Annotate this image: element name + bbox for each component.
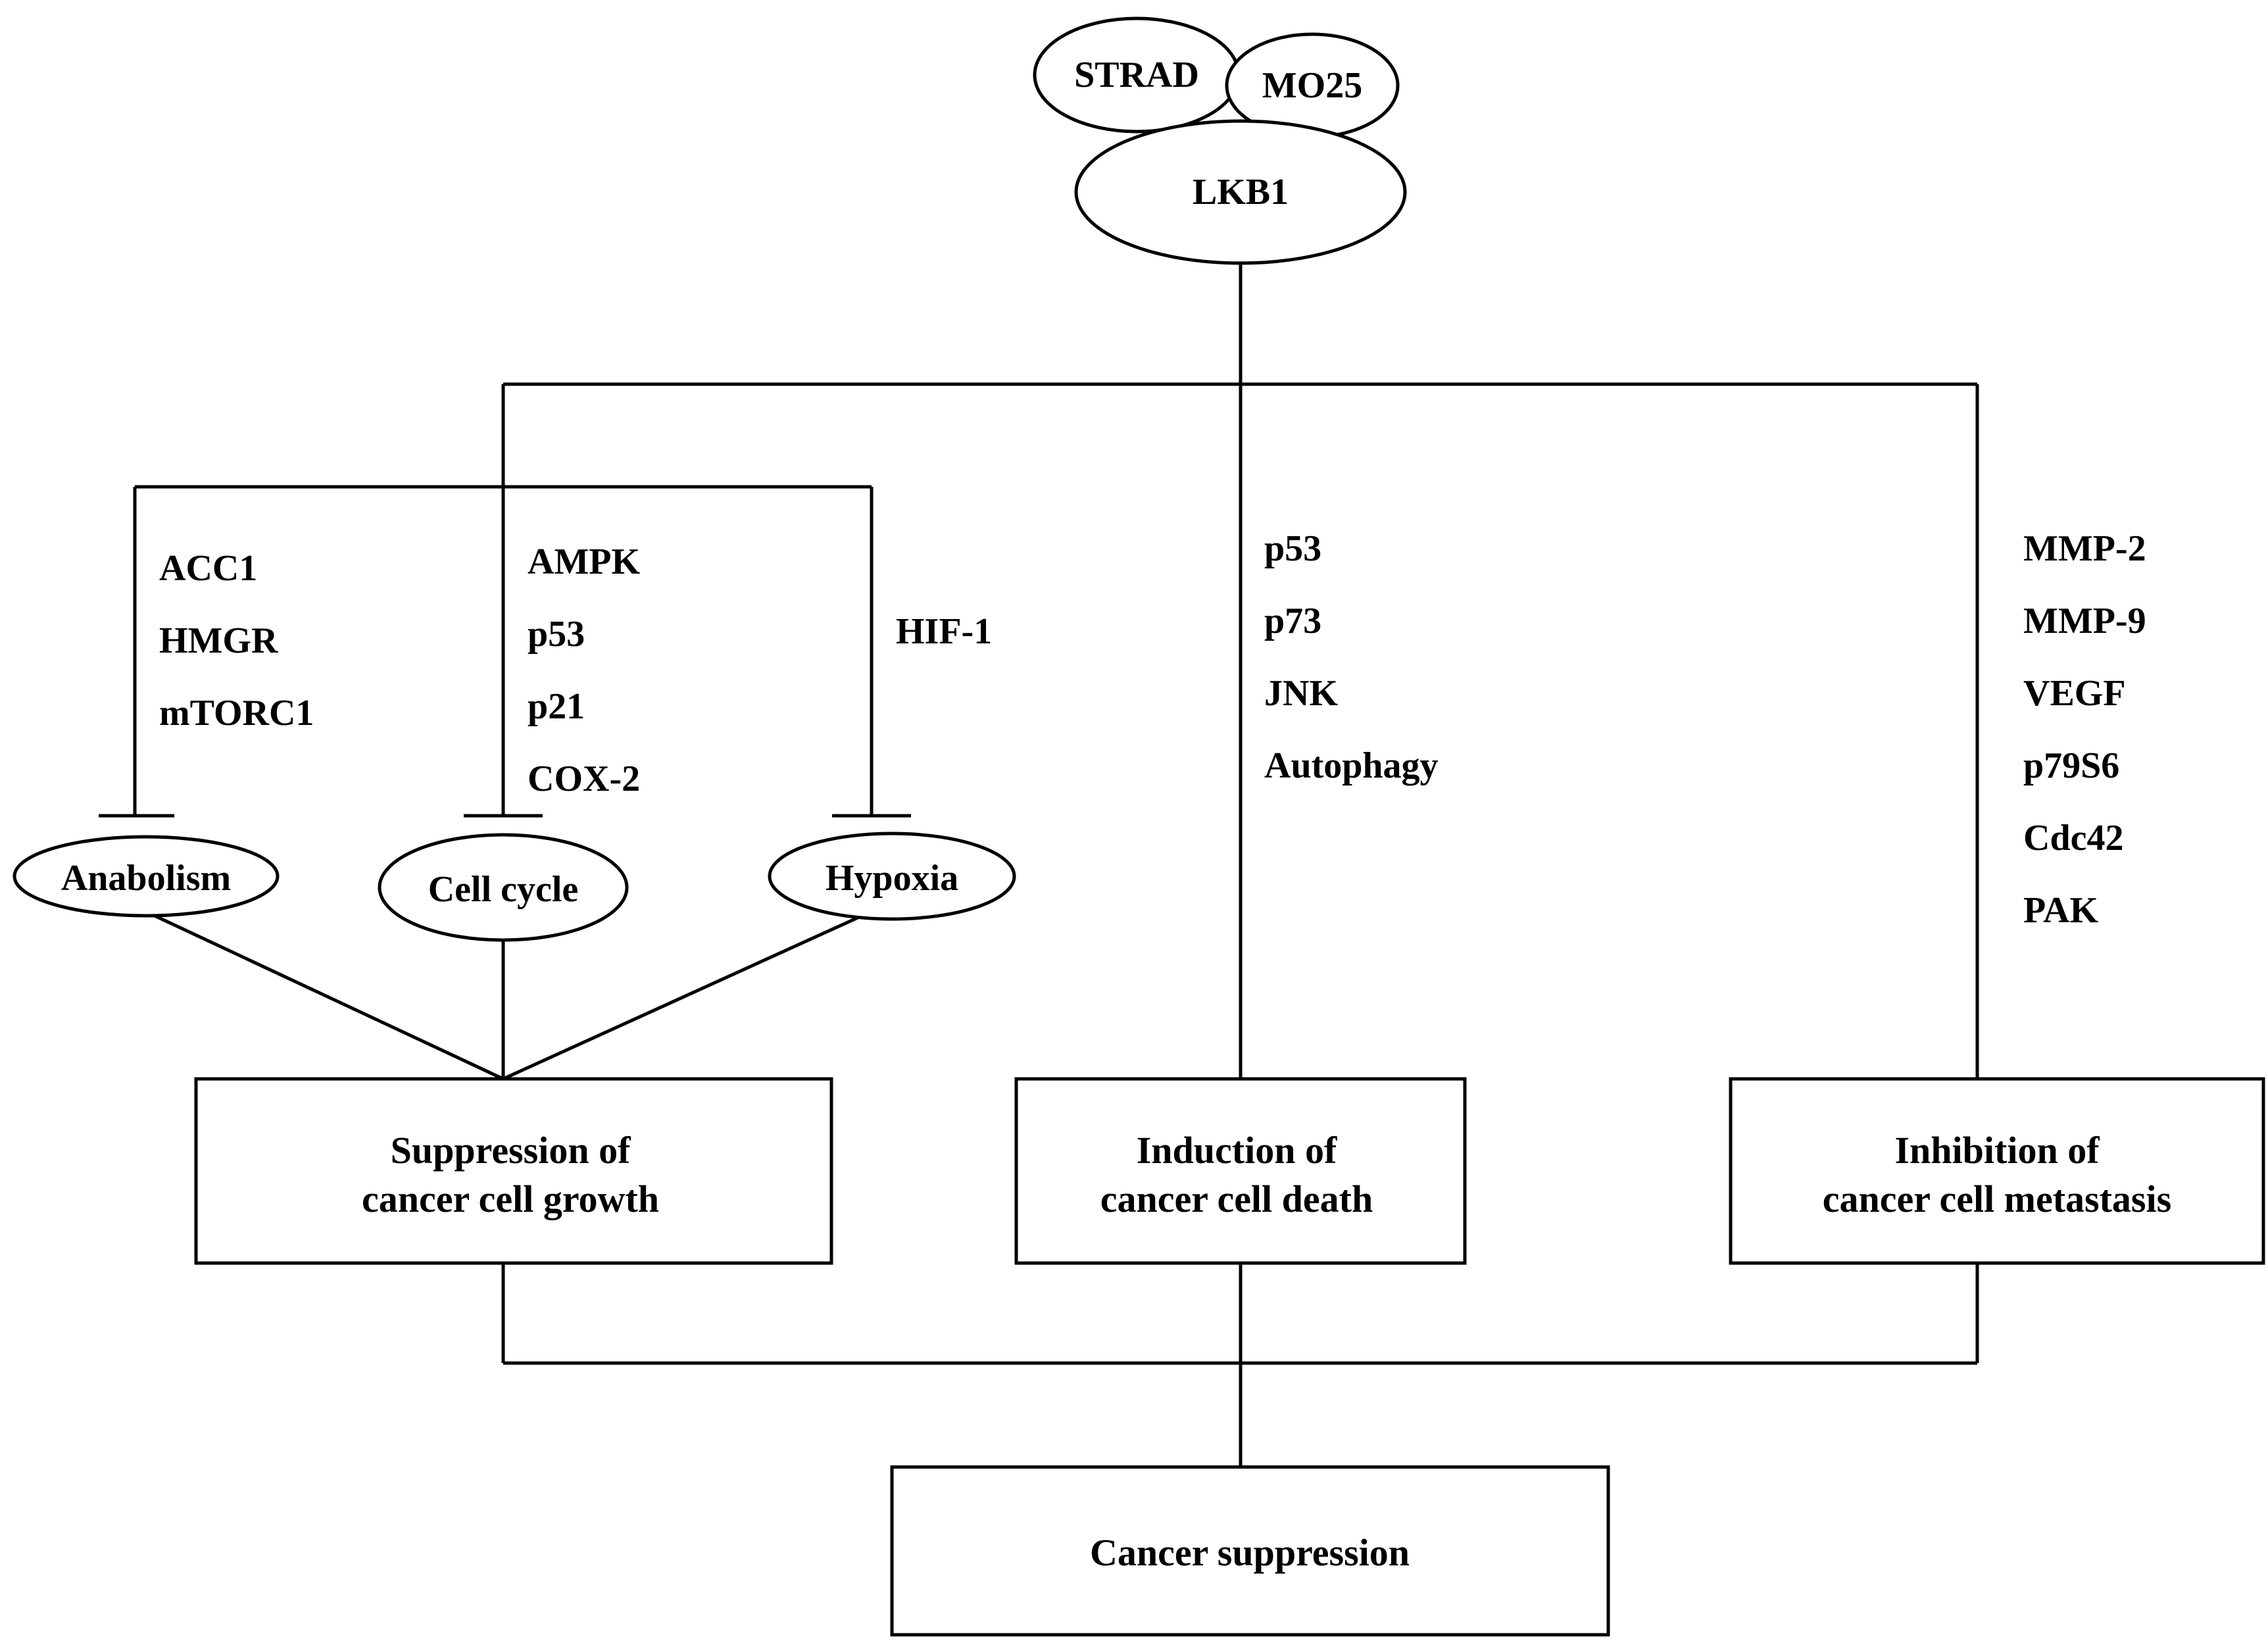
strad-node: STRAD <box>1033 16 1241 134</box>
death-outcome-box: Induction of cancer cell death <box>1014 1077 1467 1265</box>
factor-mmp2: MMP-2 <box>2023 528 2146 569</box>
hypoxia-node: Hypoxia <box>768 832 1016 921</box>
cell-cycle-label: Cell cycle <box>428 869 579 910</box>
growth-outcome-box: Suppression of cancer cell growth <box>194 1077 833 1265</box>
anabolism-label: Anabolism <box>61 858 231 899</box>
factor-hmgr: HMGR <box>159 620 278 661</box>
death-outcome-line1: Induction of <box>1137 1129 1337 1172</box>
factor-pak: PAK <box>2023 890 2098 931</box>
factor-p73: p73 <box>1264 601 1321 641</box>
death-factors: p53 p73 JNK Autophagy <box>1264 528 1439 786</box>
metastasis-outcome-line1: Inhibition of <box>1894 1129 2100 1172</box>
cell-cycle-factors: AMPK p53 p21 COX-2 <box>528 541 641 799</box>
factor-mtorc1: mTORC1 <box>159 693 314 734</box>
factor-mmp9: MMP-9 <box>2023 601 2146 641</box>
metastasis-factors: MMP-2 MMP-9 VEGF p79S6 Cdc42 PAK <box>2023 528 2146 931</box>
factor-p79s6: p79S6 <box>2023 745 2119 786</box>
factor-ampk: AMPK <box>528 541 641 582</box>
strad-label: STRAD <box>1074 55 1199 95</box>
hypoxia-factors: HIF-1 <box>896 611 992 652</box>
anabolism-node: Anabolism <box>12 835 280 918</box>
factor-vegf: VEGF <box>2023 673 2126 714</box>
mo25-label: MO25 <box>1262 65 1362 106</box>
death-outcome-line2: cancer cell death <box>1100 1178 1373 1220</box>
growth-outcome-line2: cancer cell growth <box>362 1178 659 1220</box>
factor-p53-death: p53 <box>1264 528 1321 569</box>
connector-lines <box>99 263 1979 1467</box>
cancer-suppression-box: Cancer suppression <box>890 1465 1610 1637</box>
metastasis-outcome-box: Inhibition of cancer cell metastasis <box>1729 1077 2265 1265</box>
factor-jnk: JNK <box>1264 673 1338 714</box>
hypoxia-label: Hypoxia <box>826 858 958 899</box>
lkb1-label: LKB1 <box>1193 172 1289 212</box>
growth-outcome-line1: Suppression of <box>391 1129 631 1172</box>
cancer-suppression-label: Cancer suppression <box>1090 1531 1410 1574</box>
cell-cycle-node: Cell cycle <box>378 833 629 942</box>
factor-p53: p53 <box>528 614 585 655</box>
factor-autophagy: Autophagy <box>1264 745 1439 786</box>
factor-cox2: COX-2 <box>528 759 640 799</box>
anabolism-factors: ACC1 HMGR mTORC1 <box>159 548 314 734</box>
factor-p21: p21 <box>528 686 585 727</box>
lkb1-node: LKB1 <box>1074 119 1407 265</box>
metastasis-outcome-line2: cancer cell metastasis <box>1823 1178 2171 1220</box>
mo25-node: MO25 <box>1225 32 1400 139</box>
factor-acc1: ACC1 <box>159 548 257 589</box>
factor-hif1: HIF-1 <box>896 611 992 652</box>
factor-cdc42: Cdc42 <box>2023 818 2123 858</box>
